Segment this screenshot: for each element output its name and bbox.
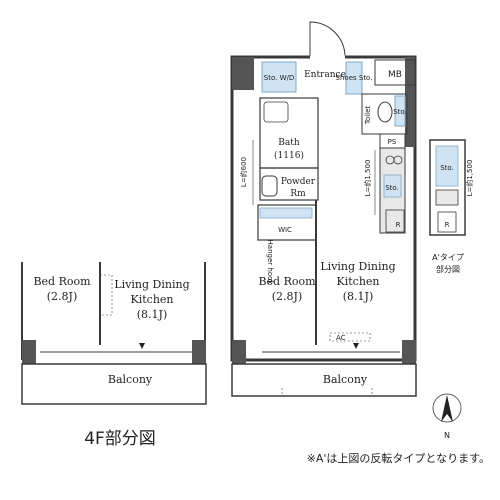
a-type-sto — [435, 145, 459, 187]
living-label-2: Kitchen — [337, 275, 380, 288]
living-label-1: Living Dining — [320, 260, 395, 273]
main-balcony-label: Balcony — [323, 373, 368, 386]
bath-size: (1116) — [274, 150, 304, 161]
floor4-living-2: Kitchen — [131, 293, 174, 306]
toilet-sto-box — [394, 95, 406, 127]
living-size: (8.1J) — [343, 290, 374, 303]
floor4-bed-label: Bed Room — [33, 275, 91, 288]
powder-sink — [261, 175, 278, 197]
column-bottom-right — [402, 340, 416, 364]
bath-sink — [263, 101, 289, 123]
powder-room — [259, 167, 319, 201]
kitchen-sto-label: Sto. — [385, 184, 399, 192]
bed-room-label: Bed Room — [258, 275, 316, 288]
wic-shelf — [259, 207, 313, 219]
kitchen-sto-box — [383, 174, 402, 198]
toilet-label: Toilet — [364, 106, 372, 126]
sto-wd-box — [261, 61, 297, 93]
dim-600: L=約600 — [239, 157, 248, 187]
rm-label: Rm — [290, 189, 306, 199]
floor4-living-1: Living Dining — [114, 278, 189, 291]
note-text: ※A'は上図の反転タイプとなります。 — [307, 452, 490, 465]
ps-label: PS — [388, 138, 397, 146]
floor4-balcony-label: Balcony — [108, 373, 153, 386]
wic-label: WIC — [278, 226, 292, 234]
main-unit: MB Sto. W/D Entrance Shoes Sto. Toilet S… — [230, 21, 417, 397]
floor4-living-size: (8.1J) — [137, 308, 168, 321]
fridge — [385, 209, 405, 233]
floor4-balcony — [21, 363, 207, 405]
powder-label: Powder — [281, 177, 316, 187]
entrance-label: Entrance — [304, 70, 346, 80]
a-type-label-2: 部分図 — [436, 264, 460, 274]
a-type-partial: Sto. R L=約1,500 A'タイプ 部分図 — [429, 139, 474, 274]
north-arrow-icon: N — [432, 393, 462, 440]
floor4-bed-size: (2.8J) — [47, 290, 78, 303]
toilet-sto-label: Sto. — [393, 108, 407, 116]
mb-box — [374, 59, 416, 86]
svg-text:N: N — [444, 431, 450, 440]
a-type-dim: L=約1,500 — [465, 160, 474, 197]
main-entry-marker — [353, 343, 359, 349]
a-type-r: R — [445, 221, 450, 229]
bath-label: Bath — [278, 138, 300, 148]
ac-unit — [329, 332, 371, 342]
hanger-hook-label: Hanger hook — [266, 240, 274, 286]
shoes-sto-label: Shoes Sto. — [336, 74, 373, 82]
shoes-sto-box — [345, 61, 363, 95]
column-bottom-left — [232, 340, 246, 364]
floor4-partial: Bed Room (2.8J) Living Dining Kitchen (8… — [21, 262, 207, 449]
main-balcony — [231, 363, 417, 397]
a-type-label-1: A'タイプ — [432, 253, 464, 262]
floor4-title: 4F部分図 — [84, 429, 156, 449]
a-type-outline — [429, 139, 466, 236]
entrance-door — [309, 21, 346, 58]
mb-label: MB — [388, 70, 402, 80]
ac-label: AC — [336, 334, 346, 342]
bed-room-size: (2.8J) — [272, 290, 303, 303]
a-type-sto-label: Sto. — [440, 164, 454, 172]
column-top-left — [232, 57, 254, 90]
column-top-right — [405, 57, 415, 147]
dim-1500: L=約1,500 — [363, 160, 372, 197]
toilet-bowl — [377, 101, 393, 123]
sto-wd-label: Sto. W/D — [264, 74, 294, 82]
fridge-label: R — [396, 221, 401, 229]
